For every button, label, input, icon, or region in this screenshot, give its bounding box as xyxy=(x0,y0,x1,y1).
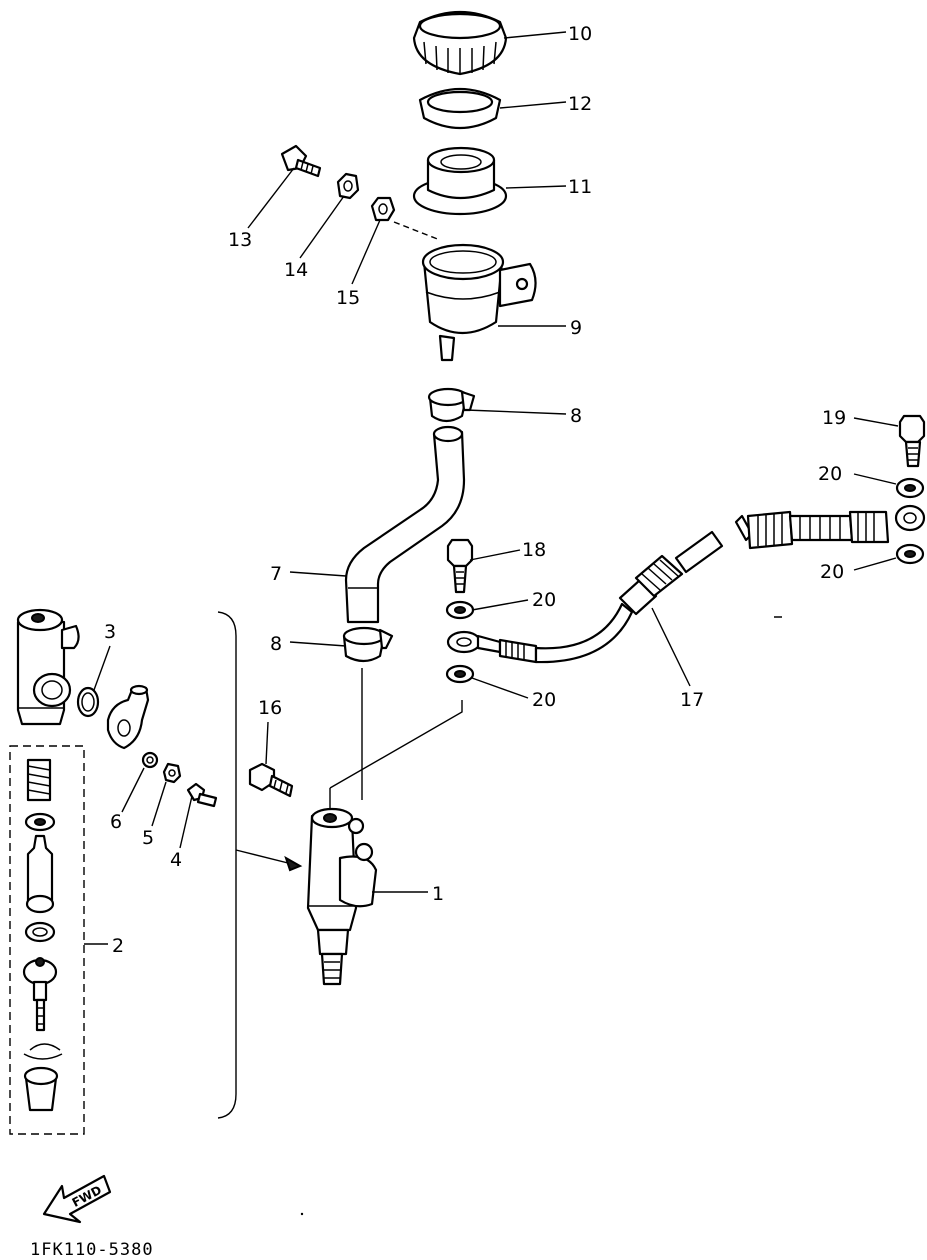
brake-hose xyxy=(446,504,926,664)
callout-10: 10 xyxy=(568,23,592,45)
diaphragm xyxy=(412,146,508,216)
copper-washer-lower xyxy=(445,664,475,684)
copper-washer-upper xyxy=(445,600,475,620)
diagram-code: 1FK110-5380 xyxy=(30,1240,154,1260)
master-cylinder xyxy=(306,807,378,986)
hose-joint xyxy=(106,684,150,750)
callout-8-lower: 8 xyxy=(270,633,282,655)
callout-5: 5 xyxy=(142,827,154,849)
callout-9: 9 xyxy=(570,317,582,339)
callout-13: 13 xyxy=(228,229,252,251)
reservoir-screw xyxy=(280,144,322,178)
o-ring xyxy=(76,686,100,718)
small-washer xyxy=(141,751,159,769)
callout-6: 6 xyxy=(110,811,122,833)
callout-4: 4 xyxy=(170,849,182,871)
callout-15: 15 xyxy=(336,287,360,309)
hose-clamp-lower xyxy=(342,626,394,663)
copper-washer-right-lower xyxy=(895,543,925,565)
callout-1: 1 xyxy=(432,883,444,905)
callout-20-mid-upper: 20 xyxy=(532,589,556,611)
callout-17: 17 xyxy=(680,689,704,711)
hose-clamp-upper xyxy=(427,387,476,423)
washer xyxy=(336,172,360,200)
small-nut xyxy=(162,762,182,784)
piston-kit-box xyxy=(9,745,85,1135)
union-bolt-right xyxy=(898,414,926,468)
bleed-bolt xyxy=(248,762,294,798)
callout-18: 18 xyxy=(522,539,546,561)
callout-14: 14 xyxy=(284,259,308,281)
leader-lines xyxy=(93,31,899,893)
callout-16: 16 xyxy=(258,697,282,719)
reservoir-tank xyxy=(421,243,537,362)
copper-washer-right-upper xyxy=(895,477,925,499)
callout-20-right-lower: 20 xyxy=(820,561,844,583)
forward-arrow-icon: FWD xyxy=(42,1174,112,1224)
piston-kit xyxy=(22,758,63,1112)
union-bolt xyxy=(446,538,474,594)
small-bolt xyxy=(186,782,218,808)
reservoir-hose xyxy=(344,425,466,624)
callout-3: 3 xyxy=(104,621,116,643)
callout-20-right-upper: 20 xyxy=(818,463,842,485)
callout-8-upper: 8 xyxy=(570,405,582,427)
reservoir-cap xyxy=(412,10,508,76)
nut xyxy=(370,196,396,222)
callouts: 10 12 11 9 8 13 14 15 7 8 3 6 5 4 16 1 2… xyxy=(104,23,846,957)
callout-11: 11 xyxy=(568,176,592,198)
cylinder-body xyxy=(16,608,80,726)
callout-7: 7 xyxy=(270,563,282,585)
callout-19: 19 xyxy=(822,407,846,429)
callout-12: 12 xyxy=(568,93,592,115)
diaphragm-plate xyxy=(418,87,502,129)
callout-20-mid-lower: 20 xyxy=(532,689,556,711)
callout-2: 2 xyxy=(112,935,124,957)
